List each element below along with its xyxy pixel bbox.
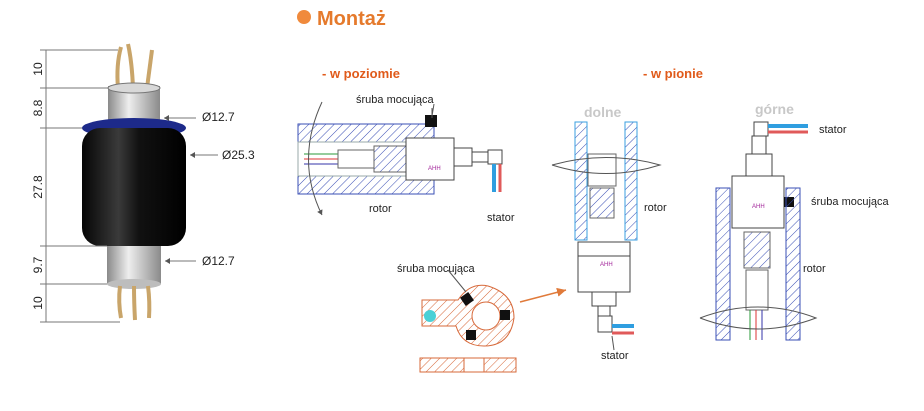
page-title: Montaż — [297, 8, 386, 31]
horizontal-brand-mark: AHH — [428, 166, 441, 172]
horizontal-rotor-label: rotor — [369, 203, 392, 215]
clamp-screw-label: śruba mocująca — [397, 263, 475, 275]
lower-brand-mark: AHH — [600, 262, 613, 268]
dim-8-8: 8.8 — [31, 99, 45, 116]
dim-27-8: 27.8 — [31, 175, 45, 199]
dim-10-bottom: 10 — [31, 296, 45, 310]
dimension-values: 10 8.8 27.8 9.7 10 — [31, 62, 45, 310]
horizontal-stator-label: stator — [487, 212, 515, 224]
lower-stator-label: stator — [601, 350, 629, 362]
upper-brand-mark: AHH — [752, 204, 765, 210]
upper-rotor-label: rotor — [803, 263, 826, 275]
horizontal-heading: - w poziomie — [322, 66, 400, 81]
upper-stator-label: stator — [819, 124, 847, 136]
title-text: Montaż — [317, 8, 386, 30]
lower-mount-label: dolne — [584, 104, 622, 120]
lower-vertical-diagram: AHH — [551, 121, 662, 351]
upper-vertical-diagram: AHH — [699, 121, 818, 341]
lower-rotor-label: rotor — [644, 202, 667, 214]
bullet-icon — [297, 10, 311, 24]
diameter-top-label: Ø12.7 — [202, 110, 235, 124]
dimension-lines — [40, 49, 218, 323]
horizontal-screw-label: śruba mocująca — [356, 94, 434, 106]
dim-10-top: 10 — [31, 62, 45, 76]
diameter-bottom-label: Ø12.7 — [202, 254, 235, 268]
vertical-heading: - w pionie — [643, 66, 703, 81]
slip-ring-product — [82, 43, 186, 321]
dim-9-7: 9.7 — [31, 256, 45, 273]
upper-screw-label: śruba mocująca — [811, 196, 889, 208]
upper-mount-label: górne — [755, 101, 794, 117]
clamp-diagram — [419, 269, 567, 373]
diameter-body-label: Ø25.3 — [222, 148, 255, 162]
horizontal-mount-diagram: AHH — [297, 101, 503, 216]
